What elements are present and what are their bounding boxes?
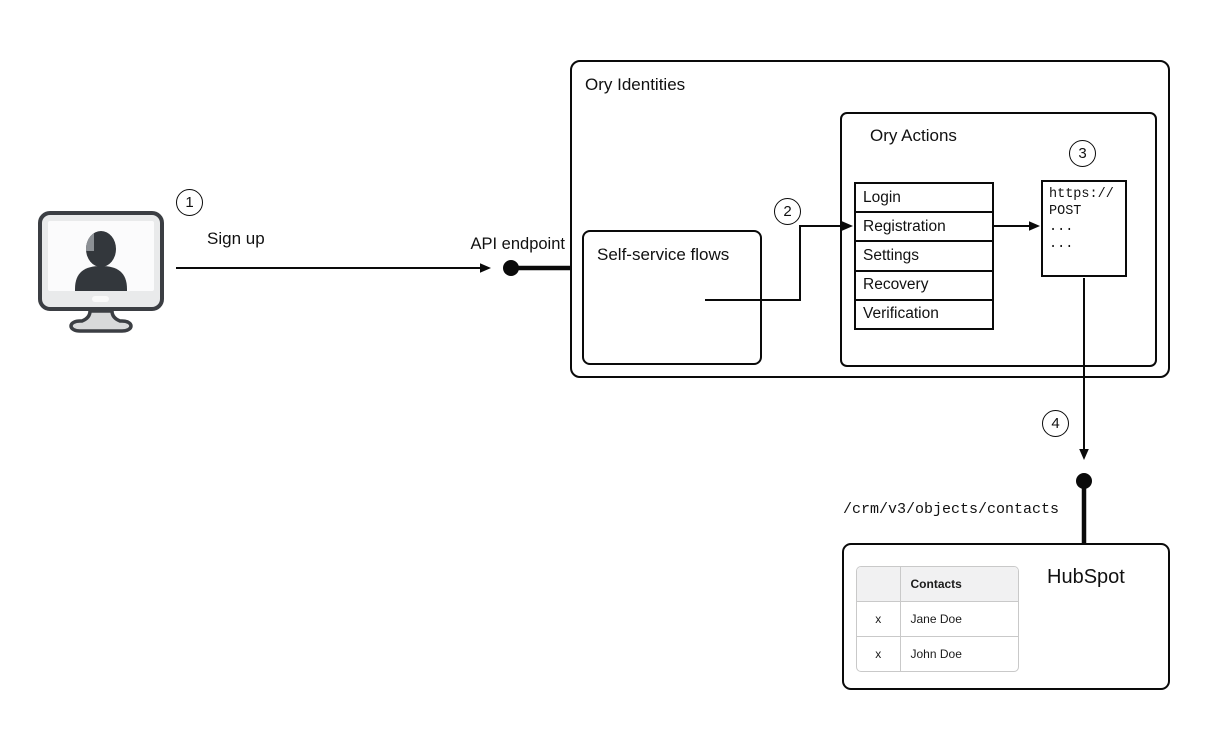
contact-row: x John Doe	[857, 635, 1018, 671]
contact-name-cell: John Doe	[899, 635, 1018, 671]
self-service-flows-box: Self-service flows	[582, 230, 762, 365]
webhook-request-box: https:// POST ... ...	[1041, 180, 1127, 277]
contact-name-cell: Jane Doe	[899, 600, 1018, 636]
step-badge-1: 1	[176, 189, 203, 216]
selfservice-to-registration-connector	[705, 225, 842, 301]
contact-flag-cell: x	[857, 635, 900, 671]
ory-actions-title: Ory Actions	[870, 126, 957, 145]
step-badge-2: 2	[774, 198, 801, 225]
code-line: ...	[1049, 220, 1074, 235]
crm-endpoint-path-label: /crm/v3/objects/contacts	[843, 501, 1060, 518]
step-badge-3: 3	[1069, 140, 1096, 167]
flow-row-verification: Verification	[863, 305, 939, 323]
ory-actions-box: Ory Actions	[840, 112, 1157, 367]
hubspot-box: HubSpot Contacts x Jane Doe x Joh	[842, 543, 1170, 690]
flow-row-login: Login	[856, 184, 992, 214]
contacts-header-empty-cell	[857, 567, 900, 601]
contacts-header-cell: Contacts	[899, 567, 1018, 601]
arrowhead-down-icon	[1079, 449, 1089, 460]
self-service-flows-title: Self-service flows	[597, 245, 730, 264]
flow-types-list: Login Registration Settings Recovery Ver…	[854, 182, 994, 330]
contact-flag-cell: x	[857, 600, 900, 636]
hubspot-title: HubSpot	[1047, 566, 1125, 588]
api-endpoint-label: API endpoint	[470, 235, 566, 253]
api-endpoint-dot-icon	[503, 260, 519, 276]
arrowhead-right-icon	[1029, 221, 1040, 231]
flow-row-settings: Settings	[856, 242, 992, 272]
signup-label: Sign up	[207, 229, 265, 248]
contacts-table: Contacts x Jane Doe x John Doe	[856, 566, 1019, 672]
code-line: ...	[1049, 236, 1074, 252]
contact-row: x Jane Doe	[857, 600, 1018, 636]
hubspot-endpoint-dot-icon	[1076, 473, 1092, 489]
code-line: POST	[1049, 203, 1082, 219]
contacts-header-row: Contacts	[857, 567, 1018, 601]
ory-identities-box: Ory Identities	[570, 60, 1170, 378]
ory-identities-title: Ory Identities	[585, 75, 686, 94]
flow-row-recovery: Recovery	[856, 272, 992, 301]
arrowhead-right-icon	[480, 263, 491, 273]
user-workstation-icon	[38, 211, 164, 333]
step-badge-4: 4	[1042, 410, 1069, 437]
flow-row-registration: Registration	[856, 213, 992, 243]
code-line: https://	[1049, 187, 1114, 202]
arrowhead-right-icon	[842, 221, 853, 231]
